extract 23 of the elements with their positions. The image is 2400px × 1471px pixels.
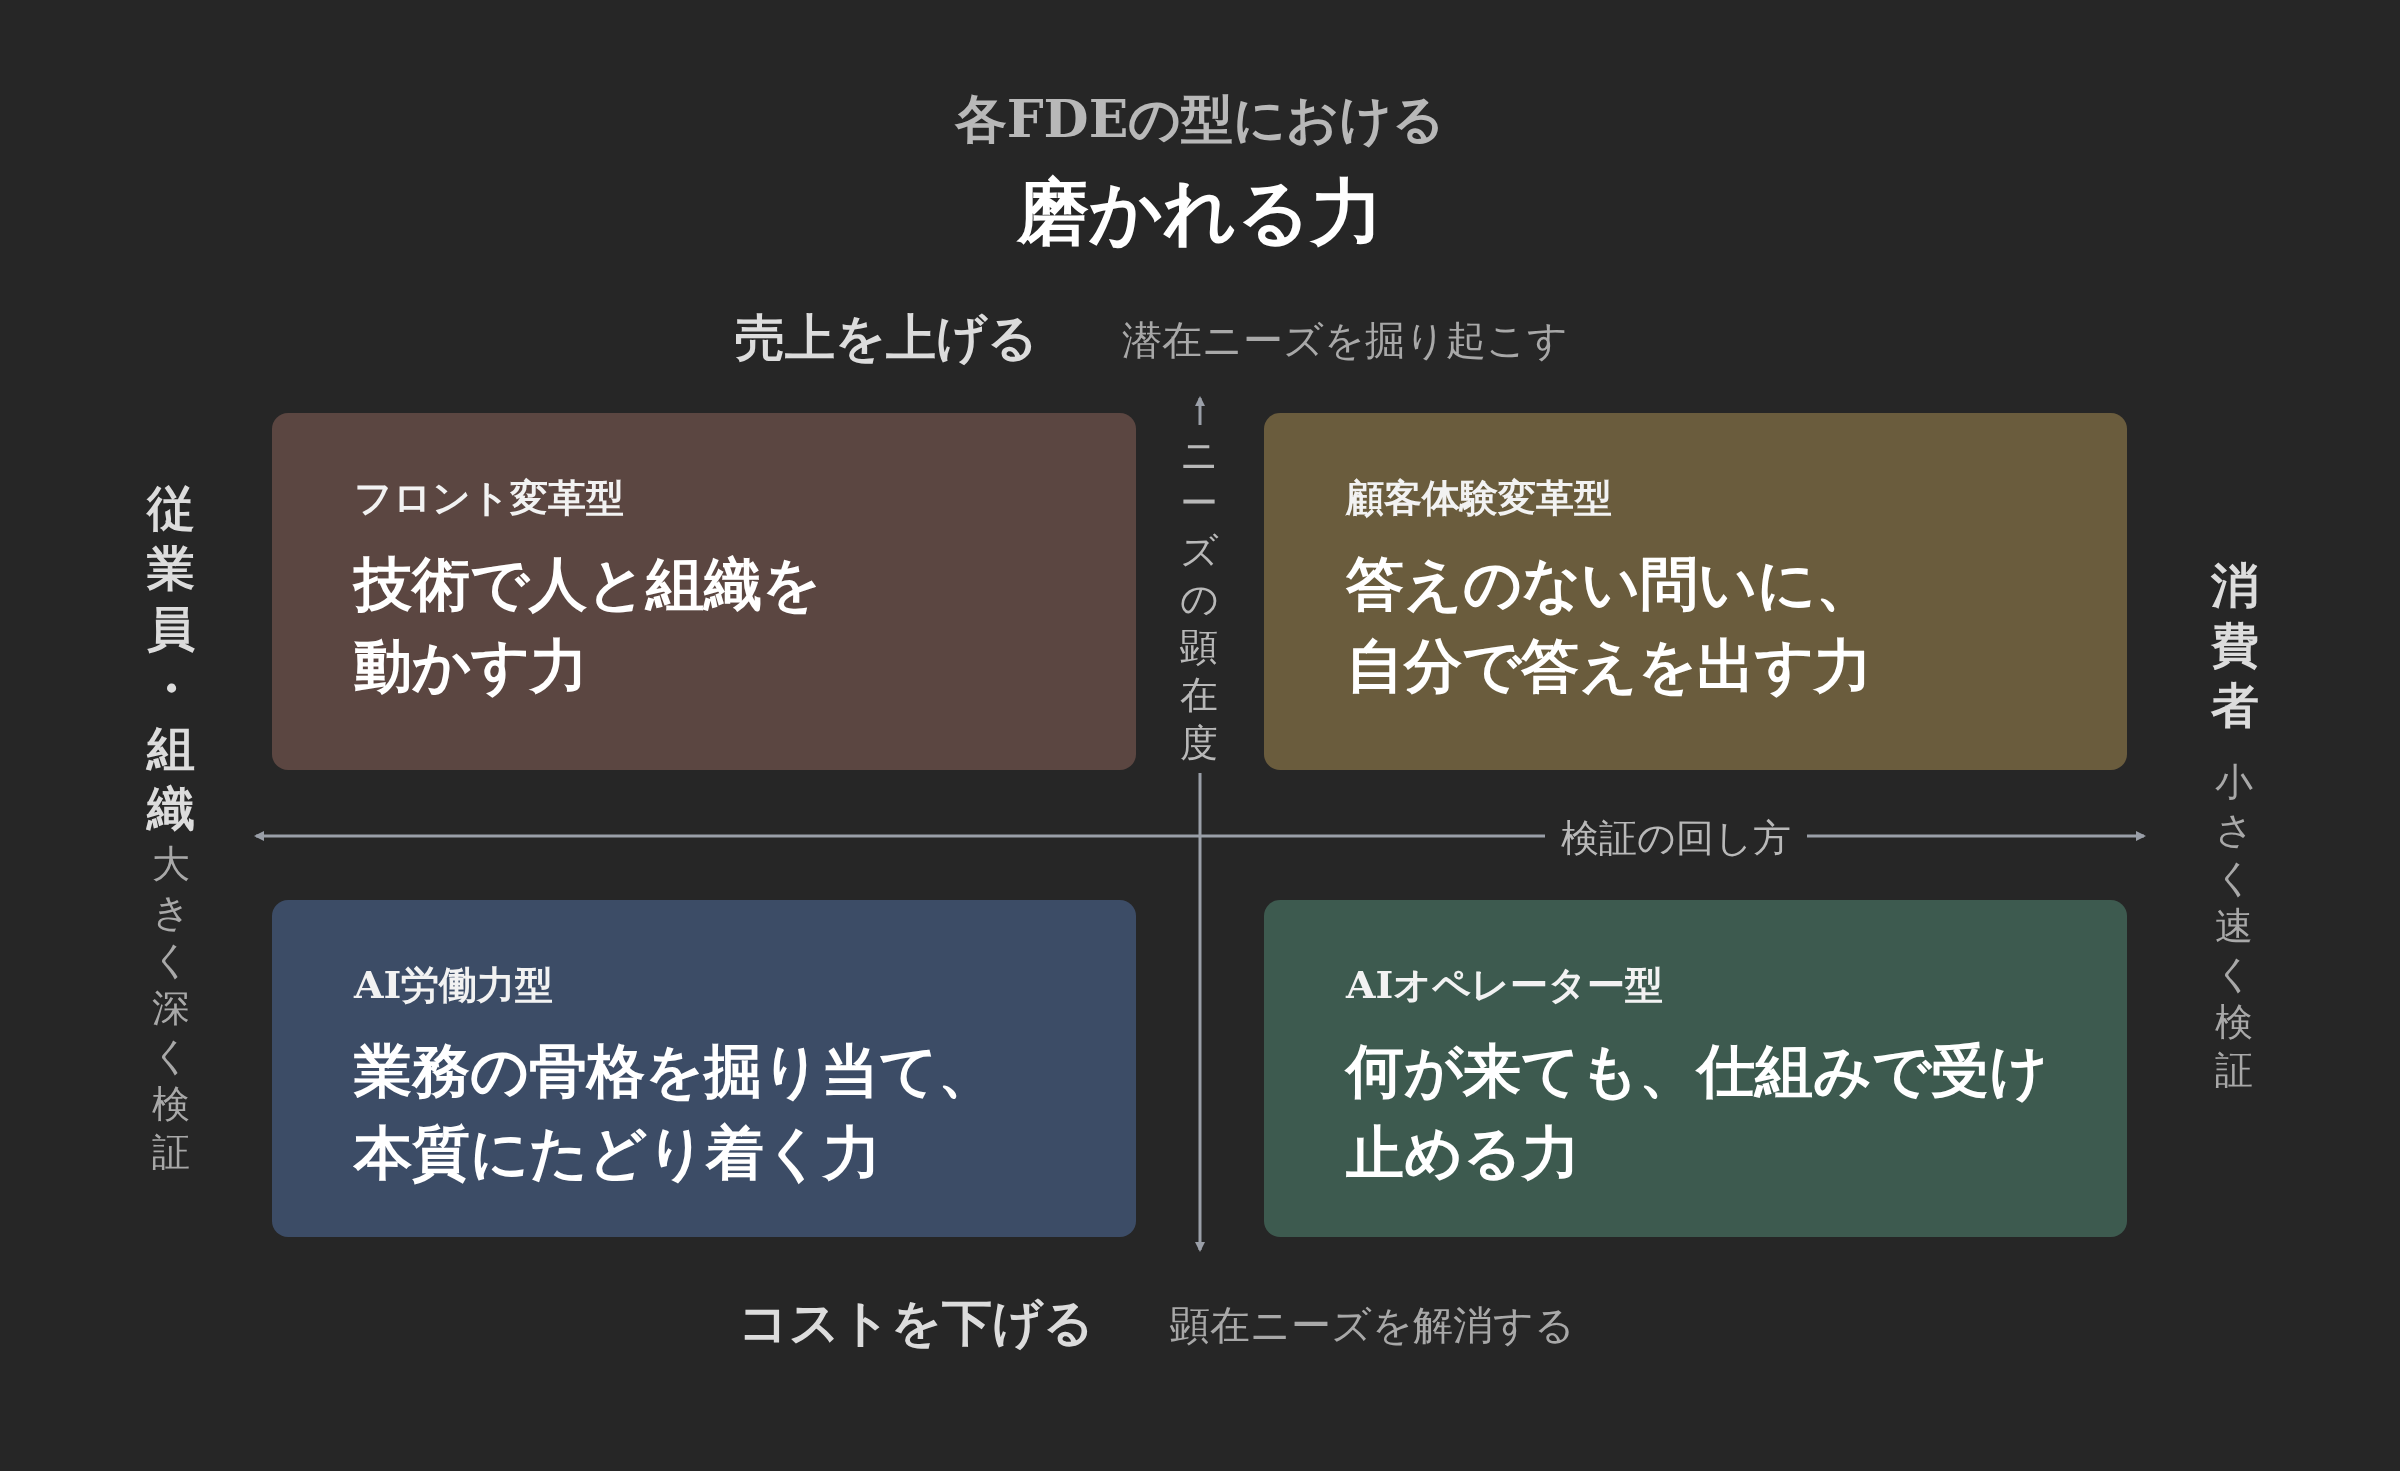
quadrant-card (272, 413, 1136, 770)
card-heading: 顧客体験変革型 (1346, 474, 1612, 522)
axis-label: 従業員・組織 (146, 479, 196, 838)
axis-note: 顕在ニーズを解消する (1170, 1301, 1575, 1350)
axis-note: 小さく速く検証 (2214, 759, 2254, 1094)
quadrant-card (1264, 900, 2127, 1237)
axis-note: 大きく深く検証 (151, 841, 191, 1176)
card-text: 何が来ても、仕組みで受け止める力 (1346, 1036, 2049, 1189)
title: 磨かれる力 (1015, 168, 1384, 256)
card-heading: AIオペレーター型 (1346, 961, 1664, 1009)
card-heading: フロント変革型 (354, 474, 624, 522)
card-text: 答えのない問いに、自分で答えを出す力 (1346, 549, 1875, 702)
subtitle: 各FDEの型における (953, 87, 1447, 151)
quadrant-card (1264, 413, 2127, 770)
quadrant-card (272, 900, 1136, 1237)
card-heading: AI労働力型 (354, 961, 554, 1009)
axis-note: 潜在ニーズを掘り起こす (1122, 316, 1568, 365)
axis-label: 消費者 (2210, 556, 2260, 735)
card-text: 技術で人と組織を動かす力 (354, 549, 822, 702)
axis-label: コストを下げる (738, 1293, 1094, 1354)
card-text: 業務の骨格を掘り当て、本質にたどり着く力 (354, 1036, 997, 1189)
axis-label: 売上を上げる (735, 308, 1038, 369)
axis-label: ニーズの顕在度 (1179, 425, 1219, 773)
